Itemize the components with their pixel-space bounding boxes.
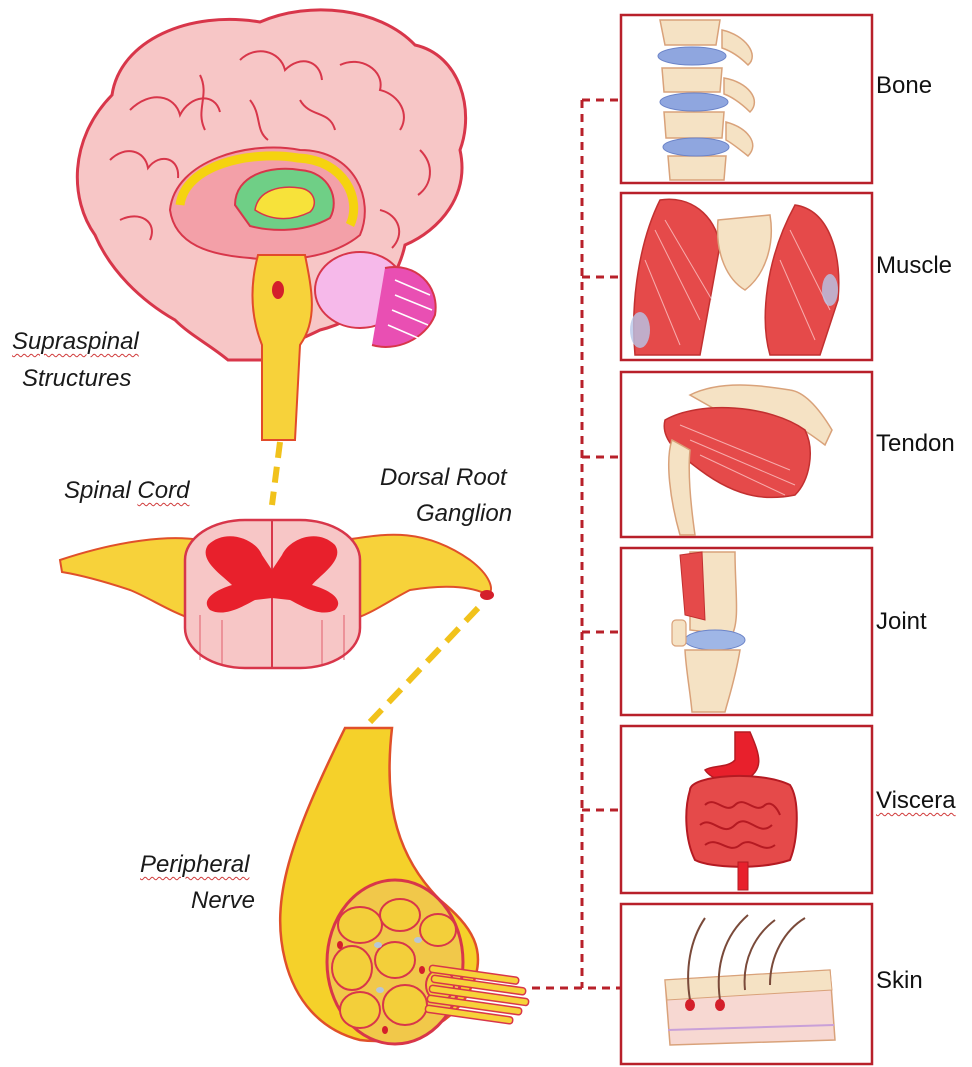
- peripheral-word: Peripheral: [140, 851, 249, 878]
- brain-cord-connector: [272, 442, 280, 505]
- panel-bone: [621, 15, 872, 183]
- bone-label: Bone: [876, 72, 932, 100]
- viscera-label: Viscera: [876, 787, 956, 815]
- peripheral-nerve-illustration: [280, 728, 529, 1044]
- skin-label: Skin: [876, 967, 923, 995]
- tendon-label: Tendon: [876, 430, 955, 458]
- supraspinal-label: Supraspinal: [12, 327, 139, 356]
- nerve-word: Nerve: [191, 887, 255, 914]
- spinal-cord-label: Spinal Cord: [64, 476, 189, 505]
- panel-viscera: [621, 726, 872, 893]
- supraspinal-word: Supraspinal: [12, 328, 139, 355]
- peripheral-label: Peripheral: [140, 850, 249, 879]
- panel-joint: [621, 548, 872, 715]
- ganglion-label: Ganglion: [416, 499, 512, 528]
- nerve-label: Nerve: [191, 886, 255, 915]
- tissue-connector-lines: [532, 100, 620, 988]
- panel-tendon: [621, 372, 872, 537]
- cord-word: Cord: [137, 477, 189, 504]
- dorsal-root-label: Dorsal Root: [380, 463, 507, 492]
- panel-muscle: [621, 193, 872, 360]
- structures-label: Structures: [22, 364, 131, 393]
- panel-skin: [621, 904, 872, 1064]
- muscle-label: Muscle: [876, 252, 952, 280]
- ganglion-word: Ganglion: [416, 500, 512, 527]
- dorsal-root-word: Dorsal Root: [380, 464, 507, 491]
- structures-word: Structures: [22, 365, 131, 392]
- brain-illustration: [77, 10, 465, 440]
- cord-nerve-connector: [370, 608, 478, 722]
- spinal-cord-illustration: [60, 520, 494, 668]
- joint-label: Joint: [876, 608, 927, 636]
- spinal-word: Spinal: [64, 477, 131, 504]
